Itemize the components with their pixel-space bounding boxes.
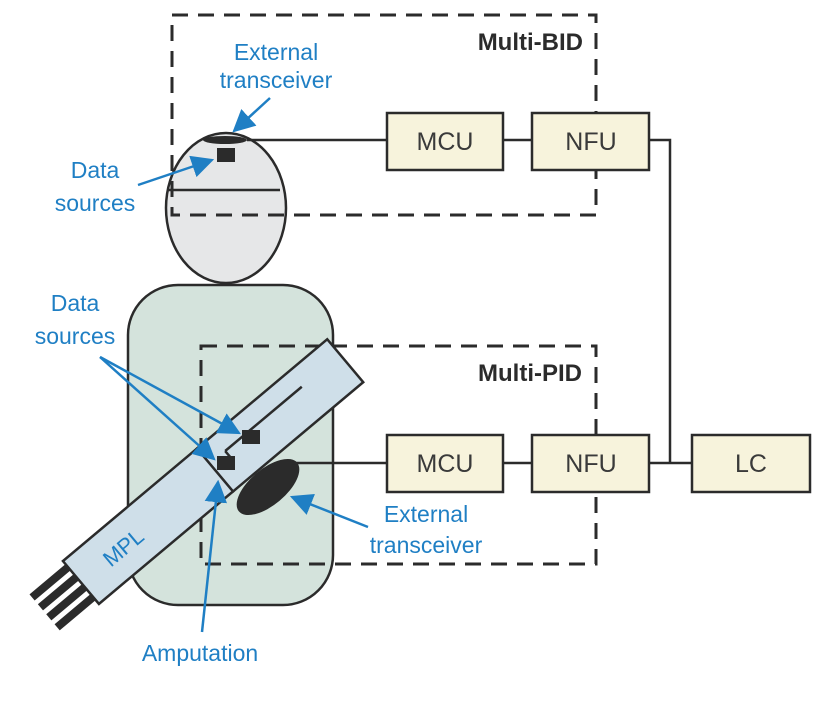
top-data-source bbox=[217, 148, 235, 162]
ext-top-arrow bbox=[232, 97, 271, 133]
lc-box bbox=[690, 433, 812, 494]
data-top-label-line1: Data bbox=[71, 157, 120, 183]
bottom-external-transceiver bbox=[236, 458, 300, 516]
data-mid-arrow-2 bbox=[99, 356, 216, 461]
mpl-forearm-segment bbox=[61, 446, 235, 606]
nfu-top-label: NFU bbox=[565, 128, 616, 156]
lc-label: LC bbox=[735, 450, 767, 478]
mpl-finger-1 bbox=[29, 564, 71, 601]
multi-pid-label: Multi-PID bbox=[478, 360, 582, 387]
limb-data-source-1 bbox=[242, 430, 260, 444]
top-external-transceiver bbox=[203, 136, 247, 144]
mcu-top-label: MCU bbox=[417, 128, 474, 156]
data-top-label-line2: sources bbox=[55, 190, 136, 216]
limb-data-source-2 bbox=[217, 456, 235, 470]
mpl-inner-line-a bbox=[224, 385, 303, 452]
mcu-bottom-label: MCU bbox=[417, 450, 474, 478]
data-top-arrow bbox=[137, 155, 215, 187]
mcu-bottom-box bbox=[385, 433, 505, 494]
data-mid-label-line2: sources bbox=[35, 323, 116, 349]
nfu-bottom-label: NFU bbox=[565, 450, 616, 478]
mpl-limb: MPL bbox=[29, 337, 365, 631]
ext-bottom-arrow bbox=[289, 493, 369, 529]
data-mid-label-line1: Data bbox=[51, 290, 100, 316]
mpl-finger-2 bbox=[37, 574, 80, 611]
mpl-finger-4 bbox=[54, 593, 96, 631]
multi-bid-label: Multi-BID bbox=[478, 29, 583, 56]
ext-bottom-label-line2: transceiver bbox=[370, 532, 483, 558]
ext-top-label-line1: External bbox=[234, 39, 318, 65]
amputation-arrow bbox=[200, 479, 228, 633]
nfu-bottom-box bbox=[530, 433, 651, 494]
mpl-finger-3 bbox=[46, 584, 88, 621]
ext-bottom-label-line1: External bbox=[384, 501, 468, 527]
ext-top-label-line2: transceiver bbox=[220, 67, 333, 93]
data-mid-arrow-1 bbox=[99, 355, 241, 435]
amputation-label: Amputation bbox=[142, 640, 258, 666]
link-nfu-top-to-lc bbox=[649, 138, 672, 463]
mcu-top-box bbox=[385, 111, 505, 172]
nfu-top-box bbox=[530, 111, 651, 172]
